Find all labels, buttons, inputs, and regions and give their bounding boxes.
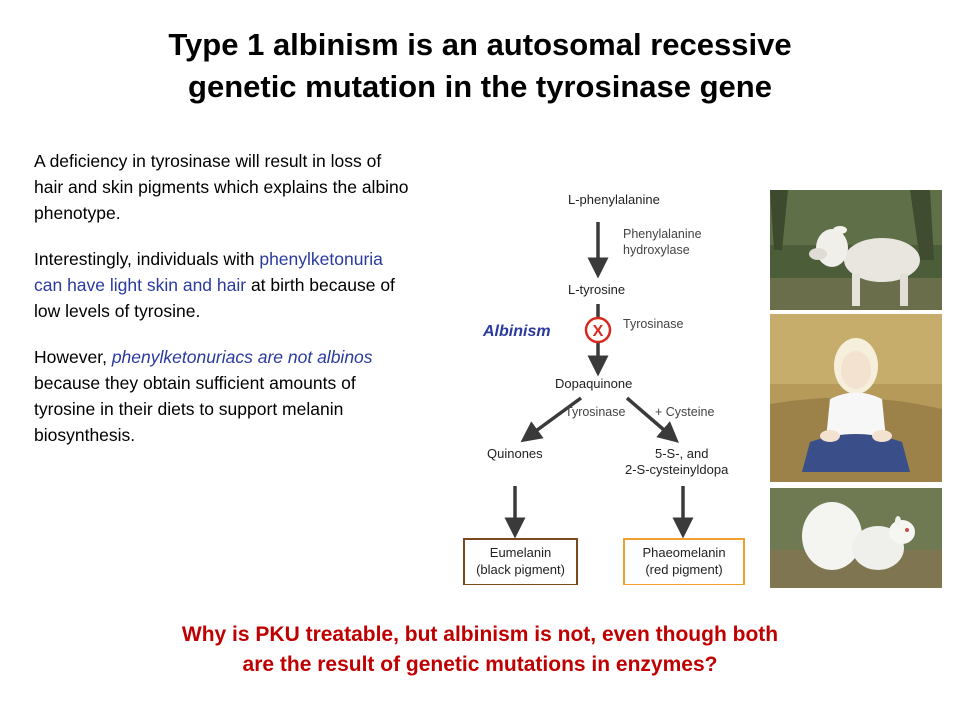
albino-moose-image bbox=[770, 190, 942, 310]
title-line-1: Type 1 albinism is an autosomal recessiv… bbox=[168, 27, 792, 62]
arrow-dopaquinone-to-quinones bbox=[520, 396, 583, 443]
albino-woman-photo bbox=[770, 314, 942, 482]
cysteinyldopa-label-line-1: 5-S-, and bbox=[655, 446, 708, 461]
paragraph-pku: Interestingly, individuals with phenylke… bbox=[34, 246, 410, 324]
cysteine-label: + Cysteine bbox=[655, 405, 714, 419]
enzyme-tyrosinase-label: Tyrosinase bbox=[623, 317, 683, 331]
paragraph-deficiency: A deficiency in tyrosinase will result i… bbox=[34, 151, 409, 223]
phaeomelanin-pigment-label: (red pigment) bbox=[645, 562, 722, 577]
paragraph-pku-highlight: phenylketonuria can have light skin and … bbox=[34, 249, 383, 295]
enzyme-phenylalanine-hydroxylase-line-2: hydroxylase bbox=[623, 243, 690, 257]
discussion-question: Why is PKU treatable, but albinism is no… bbox=[60, 620, 900, 680]
slide-title: Type 1 albinism is an autosomal recessiv… bbox=[60, 24, 900, 108]
blocked-step-mark: X bbox=[593, 323, 604, 340]
question-line-2: are the result of genetic mutations in e… bbox=[242, 653, 718, 676]
blocked-step-icon bbox=[584, 316, 612, 344]
albino-squirrel-photo bbox=[770, 488, 942, 588]
paragraph-not-albinos-start: However, bbox=[34, 347, 112, 367]
paragraph-not-albinos: However, phenylketonuriacs are not albin… bbox=[34, 344, 410, 448]
phaeomelanin-label: Phaeomelanin bbox=[642, 545, 725, 560]
quinones-label: Quinones bbox=[487, 446, 543, 461]
phenylalanine-label: L-phenylalanine bbox=[568, 192, 660, 207]
tyrosine-label: L-tyrosine bbox=[568, 282, 625, 297]
phaeomelanin-box bbox=[623, 538, 745, 585]
enzyme-tyrosinase-branch-label: Tyrosinase bbox=[565, 405, 625, 419]
albino-moose-photo bbox=[770, 190, 942, 310]
paragraph-pku-end: at birth because of low levels of tyrosi… bbox=[34, 275, 395, 321]
albino-woman-image bbox=[770, 314, 942, 482]
albinism-label: Albinism bbox=[482, 323, 551, 340]
explanation-text: A deficiency in tyrosinase will result i… bbox=[34, 148, 410, 468]
arrow-dopaquinone-to-cysteinyldopa bbox=[625, 396, 679, 443]
dopaquinone-label: Dopaquinone bbox=[555, 376, 632, 391]
cysteinyldopa-label-line-2: 2-S-cysteinyldopa bbox=[625, 462, 729, 477]
eumelanin-label: Eumelanin bbox=[490, 545, 551, 560]
melanin-pathway-diagram: L-phenylalanine Phenylalanine hydroxylas… bbox=[463, 192, 745, 585]
paragraph-not-albinos-end: because they obtain sufficient amounts o… bbox=[34, 373, 356, 445]
eumelanin-pigment-label: (black pigment) bbox=[476, 562, 565, 577]
eumelanin-box bbox=[463, 538, 578, 585]
paragraph-pku-start: Interestingly, individuals with bbox=[34, 249, 260, 269]
albino-squirrel-image bbox=[770, 488, 942, 588]
question-line-1: Why is PKU treatable, but albinism is no… bbox=[181, 623, 779, 646]
title-line-2: genetic mutation in the tyrosinase gene bbox=[188, 69, 772, 104]
enzyme-phenylalanine-hydroxylase-line-1: Phenylalanine bbox=[623, 227, 702, 241]
paragraph-not-albinos-highlight: phenylketonuriacs are not albinos bbox=[111, 347, 373, 367]
